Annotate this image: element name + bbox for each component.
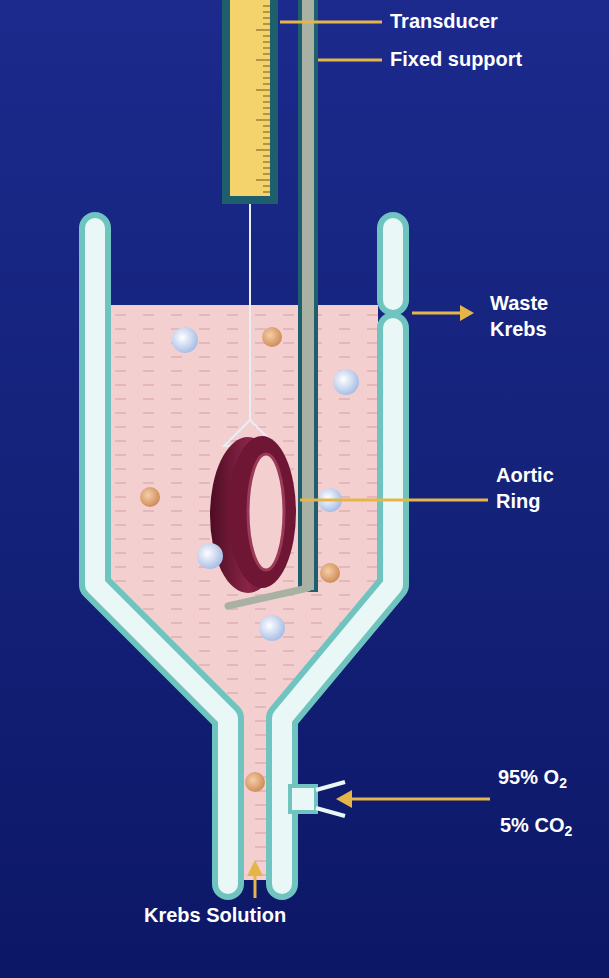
transducer xyxy=(222,0,278,204)
hanger-wire xyxy=(224,204,276,446)
support-label: Fixed support xyxy=(390,46,522,72)
transducer-label: Transducer xyxy=(390,8,498,34)
gas-label: 5% CO2 xyxy=(500,812,572,838)
aortic-ring xyxy=(210,436,296,593)
fixed-support xyxy=(228,0,318,606)
leader-lines xyxy=(247,22,490,898)
inlet-label: Krebs Solution xyxy=(144,902,286,928)
particles xyxy=(140,327,340,792)
tissue-label: Aortic Ring xyxy=(496,462,596,514)
gas-bubbles xyxy=(172,327,359,641)
outlet-label: Waste Krebs xyxy=(490,290,590,342)
glass-vessel xyxy=(95,228,393,884)
gas-label: 95% O2 xyxy=(498,764,567,790)
